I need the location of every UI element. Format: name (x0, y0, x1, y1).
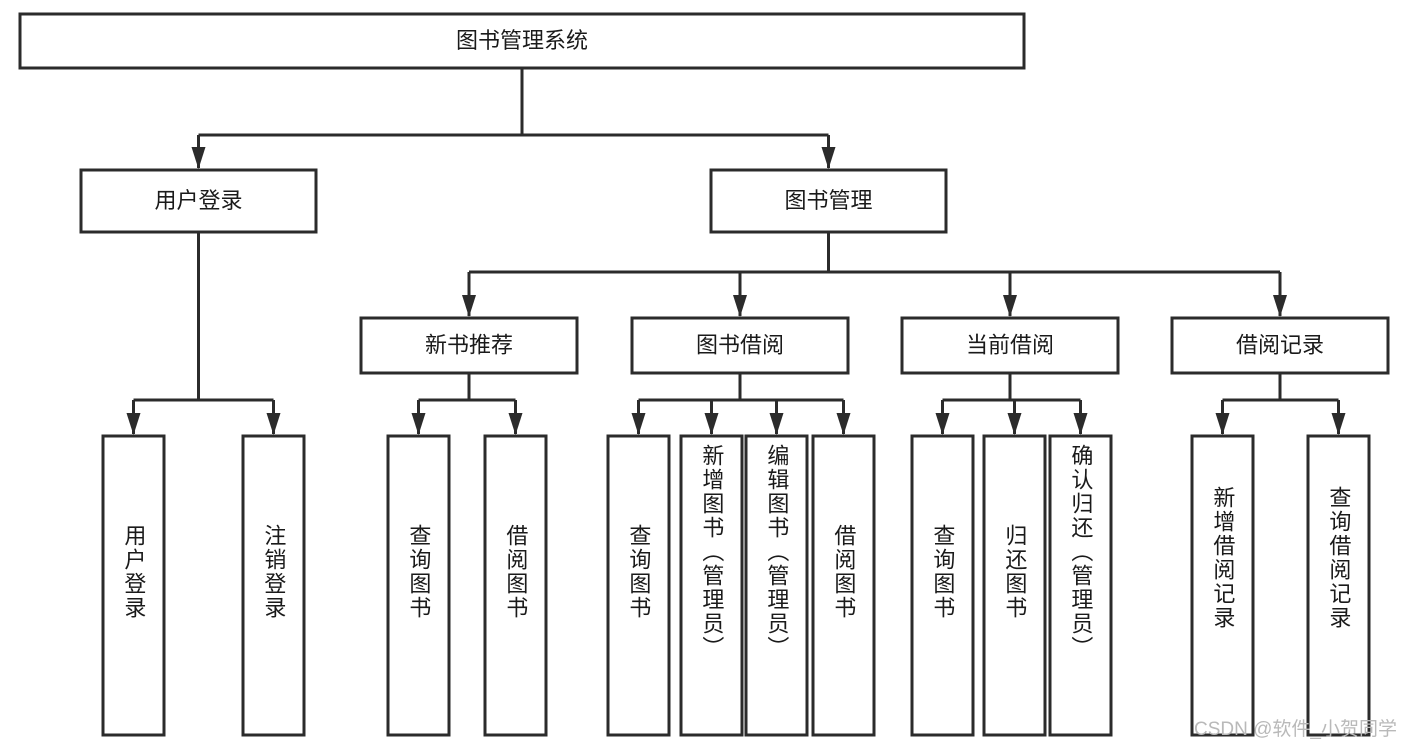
arrow-head-icon-leaf-6 (769, 413, 784, 435)
arrow-head-icon-level3-2 (1003, 295, 1017, 317)
node-root[interactable] (18, 12, 1026, 70)
node-level3-3[interactable] (1170, 316, 1390, 375)
node-level3-1[interactable] (630, 316, 850, 375)
node-leaf-8[interactable] (910, 434, 975, 737)
node-level3-label-2: 当前借阅 (966, 332, 1054, 357)
node-leaf-4[interactable] (606, 434, 671, 737)
arrow-head-icon-leaf-7 (836, 413, 851, 435)
arrow-head-icon-leaf-4 (631, 413, 646, 435)
arrow-head-icon-leaf-2 (411, 413, 426, 435)
node-leaf-5[interactable] (679, 434, 744, 737)
node-leaf-6[interactable] (744, 434, 809, 737)
arrow-head-icon-leaf-9 (1007, 413, 1022, 435)
arrow-head-icon-level2-0 (191, 147, 206, 169)
connector-layer (126, 68, 1346, 435)
arrow-head-icon-level3-0 (462, 295, 476, 317)
arrow-head-icon-level2-1 (821, 147, 836, 169)
arrow-head-icon-level3-3 (1273, 295, 1287, 317)
node-leaf-1[interactable] (241, 434, 306, 737)
arrow-head-icon-leaf-3 (508, 413, 523, 435)
node-level3-label-1: 图书借阅 (696, 332, 784, 357)
node-leaf-2[interactable] (386, 434, 451, 737)
arrow-head-icon-leaf-0 (126, 413, 141, 435)
node-leaf-10[interactable] (1048, 434, 1113, 737)
node-leaf-9[interactable] (982, 434, 1047, 737)
arrow-head-icon-leaf-11 (1215, 413, 1230, 435)
arrow-head-icon-leaf-1 (266, 413, 281, 435)
node-root-label: 图书管理系统 (456, 28, 588, 53)
node-leaf-12[interactable] (1306, 434, 1371, 737)
arrow-head-icon-leaf-5 (704, 413, 719, 435)
node-level2-0[interactable] (79, 168, 318, 234)
arrow-head-icon-leaf-10 (1073, 413, 1088, 435)
node-level2-label-1: 图书管理 (784, 188, 872, 213)
csdn-watermark: CSDN @软件_小贺同学 (1194, 719, 1397, 740)
arrow-head-icon-level3-1 (733, 295, 747, 317)
node-leaf-0[interactable] (101, 434, 166, 737)
node-level3-0[interactable] (359, 316, 579, 375)
node-level3-label-3: 借阅记录 (1236, 332, 1324, 357)
node-level2-label-0: 用户登录 (154, 188, 242, 213)
node-leaf-7[interactable] (811, 434, 876, 737)
arrow-head-icon-leaf-8 (935, 413, 950, 435)
arrow-head-icon-leaf-12 (1331, 413, 1346, 435)
node-leaf-3[interactable] (483, 434, 548, 737)
node-leaf-11[interactable] (1190, 434, 1255, 737)
node-level3-2[interactable] (900, 316, 1120, 375)
node-level2-1[interactable] (709, 168, 948, 234)
node-level3-label-0: 新书推荐 (425, 332, 513, 357)
